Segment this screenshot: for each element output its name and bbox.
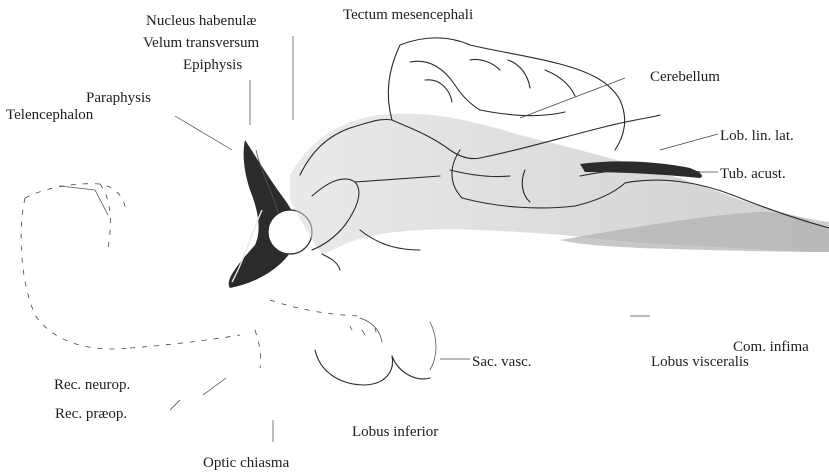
label-cerebellum: Cerebellum <box>650 69 720 85</box>
label-lob-lin-lat: Lob. lin. lat. <box>720 128 794 144</box>
label-paraphysis: Paraphysis <box>86 90 151 106</box>
label-velum-transversum: Velum transversum <box>143 35 260 51</box>
lobus-inferior-outline <box>255 300 436 385</box>
label-nucleus-habenulae: Nucleus habenulæ <box>146 13 256 29</box>
label-lobus-inferior: Lobus inferior <box>352 424 438 440</box>
label-sac-vasc: Sac. vasc. <box>472 354 532 370</box>
label-telencephalon: Telencephalon <box>6 107 94 123</box>
label-tub-acust: Tub. acust. <box>720 166 786 182</box>
label-com-infima: Com. infima <box>733 339 809 355</box>
label-optic-chiasma: Optic chiasma <box>203 455 290 471</box>
label-lobus-visceralis: Lobus visceralis <box>651 354 749 370</box>
label-epiphysis: Epiphysis <box>183 57 242 73</box>
label-rec-praeop: Rec. præop. <box>55 406 127 422</box>
label-rec-neurop: Rec. neurop. <box>54 377 130 393</box>
telencephalon-outline <box>21 184 240 349</box>
label-tectum-mesencephali: Tectum mesencephali <box>343 7 473 23</box>
